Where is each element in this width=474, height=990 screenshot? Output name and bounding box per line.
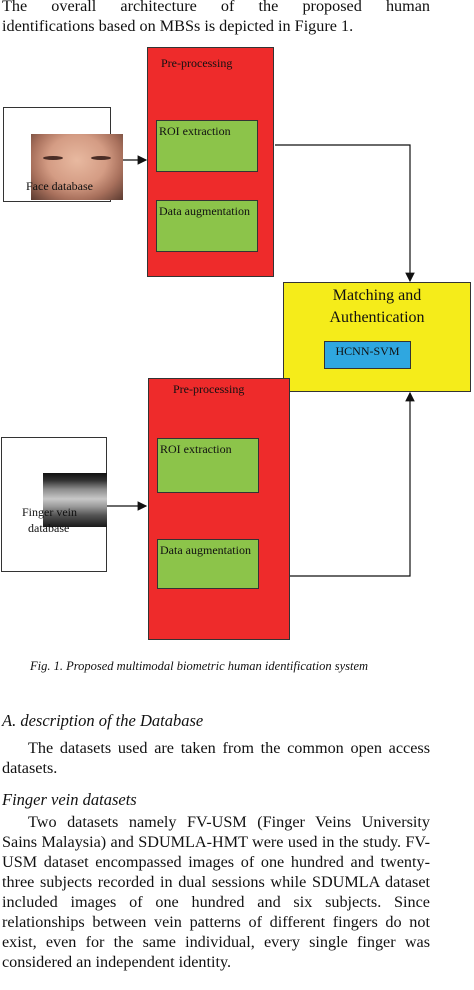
face-roi-extraction-label: ROI extraction [159,124,231,138]
finger-preprocessing-block: Pre-processing [148,378,290,640]
intro-line-1: The overall architecture of the proposed… [2,0,430,15]
intro-line-2: identifications based on MBSs is depicte… [2,17,354,35]
right-eye-shape [91,156,111,160]
subsection-paragraph: Two datasets namely FV-USM (Finger Veins… [2,812,430,972]
finger-database-box: Finger vein database [1,437,107,572]
face-database-label: Face database [26,179,93,193]
face-data-augmentation-label: Data augmentation [159,204,250,218]
finger-preprocessing-label: Pre-processing [173,382,245,396]
hcnn-svm-label: HCNN-SVM [335,344,400,358]
face-roi-extraction-block: ROI extraction [156,120,258,172]
section-paragraph: The datasets used are taken from the com… [2,738,430,778]
face-to-matching-arrow [275,144,415,283]
finger-database-label-line-2: database [28,521,70,535]
section-paragraph-text: The datasets used are taken from the com… [2,739,430,777]
hcnn-svm-block: HCNN-SVM [324,341,411,369]
intro-paragraph: The overall architecture of the proposed… [2,0,430,36]
subsection-paragraph-text: Two datasets namely FV-USM (Finger Veins… [2,813,430,971]
face-database-box: Face database [3,107,123,202]
finger-roi-extraction-block: ROI extraction [157,438,259,493]
face-image [31,134,123,200]
diagram-connectors [106,144,415,577]
left-eye-shape [43,156,63,160]
finger-roi-extraction-label: ROI extraction [160,442,232,456]
figure-caption: Fig. 1. Proposed multimodal biometric hu… [30,659,369,673]
finger-to-matching-arrow [290,391,415,577]
finger-data-augmentation-label: Data augmentation [160,543,251,557]
finger-database-label-line-1: Finger vein [22,505,77,519]
subsection-heading: Finger vein datasets [2,790,137,809]
matching-title-line-1: Matching and [332,287,422,304]
finger-vein-image [43,473,107,527]
face-preprocessing-label: Pre-processing [161,56,233,70]
section-heading: A. description of the Database [2,711,204,730]
matching-title-line-2: Authentication [329,309,425,326]
face-data-augmentation-block: Data augmentation [156,200,258,252]
finger-data-augmentation-block: Data augmentation [157,539,259,589]
matching-authentication-block: Matching and Authentication HCNN-SVM [283,282,471,392]
